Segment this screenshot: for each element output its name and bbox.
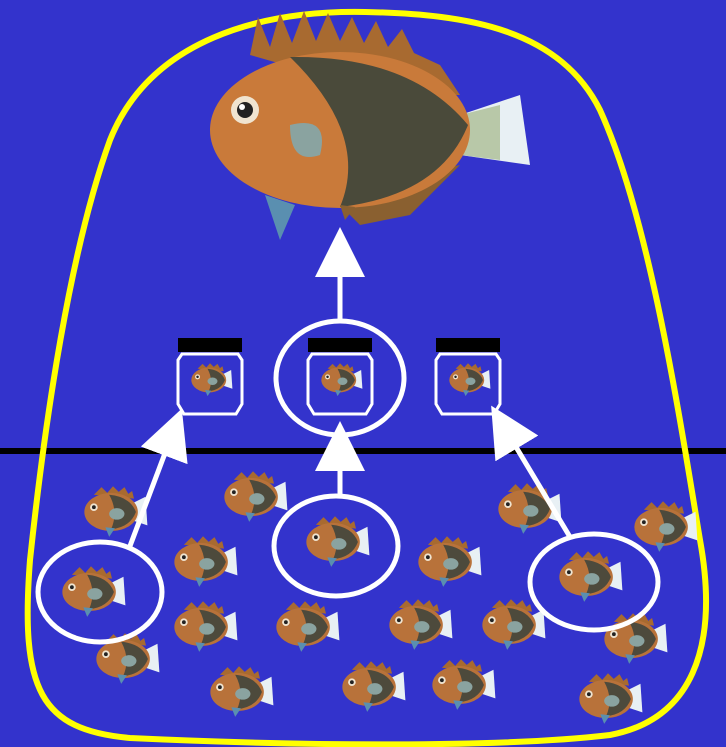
up-arrow-right: [491, 405, 573, 539]
population-boundary: [24, 8, 709, 747]
specimen-jar-left: [176, 338, 244, 416]
angelfish-illustration: [210, 11, 530, 240]
sampled-fish-highlight-center: [271, 493, 401, 599]
specimen-jar-center: [306, 338, 374, 416]
sampled-fish-highlight-left: [35, 539, 165, 645]
up-arrow-left: [127, 408, 188, 547]
sampled-fish-highlight-right: [527, 531, 661, 633]
